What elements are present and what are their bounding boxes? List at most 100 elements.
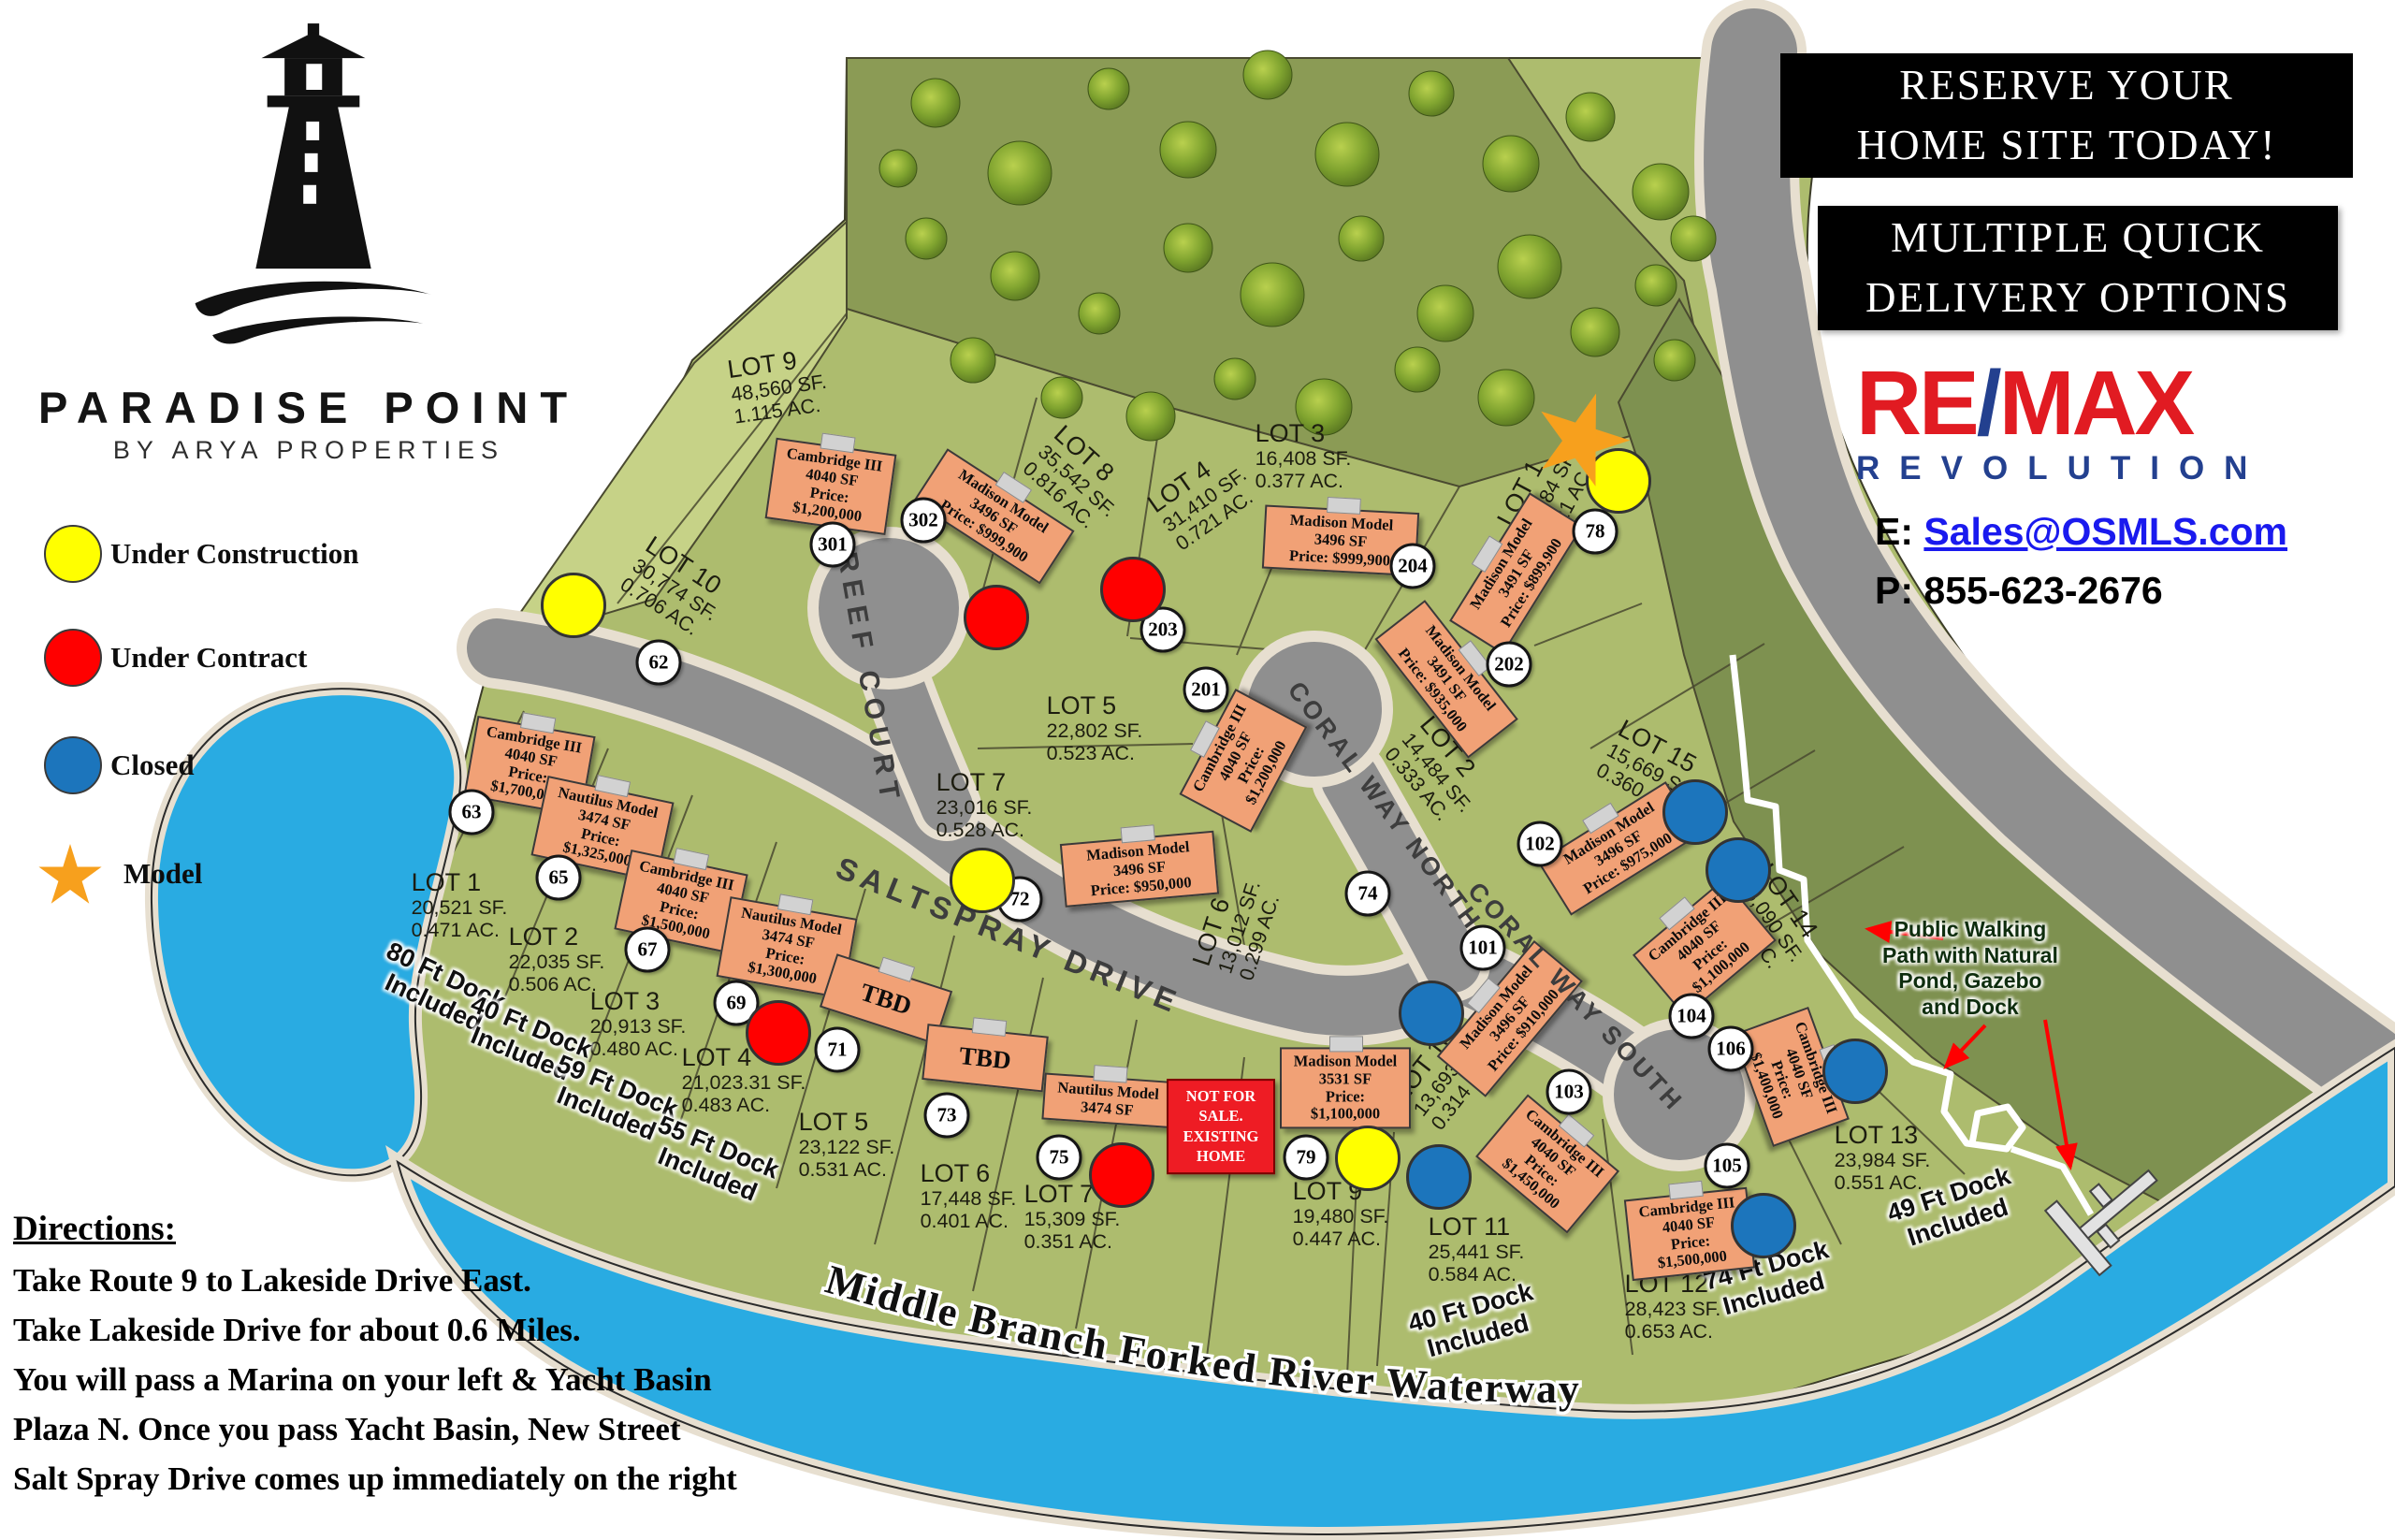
lot-number-marker: 69 [713,980,760,1026]
status-dot-under-construction [950,848,1015,913]
lot-number-marker: 106 [1707,1025,1754,1072]
directions-line: Salt Spray Drive comes up immediately on… [13,1460,737,1497]
lot-number-marker: 71 [814,1026,861,1073]
lot-number-marker: 74 [1344,870,1391,917]
remax-slash: / [1976,352,2002,454]
land-light-parcel [494,219,848,648]
logo-subtitle: BY ARYA PROPERTIES [112,436,505,464]
lot-number-marker: 75 [1036,1134,1082,1181]
trees [878,50,1717,442]
lot-number-marker: 102 [1517,821,1563,867]
status-dot-under-contract [1089,1142,1154,1208]
lot-number-marker: 104 [1668,993,1715,1039]
banner-delivery-line1: MULTIPLE QUICK [1890,214,2266,261]
lot-number-marker: 105 [1704,1142,1750,1189]
legend-under-construction-label: Under Construction [110,537,359,570]
contact-phone-row: P: 855-623-2676 [1875,569,2163,613]
logo-title: PARADISE POINT [37,383,580,432]
status-dot-closed [1731,1193,1796,1258]
banner-reserve: RESERVE YOUR HOME SITE TODAY! [1780,53,2353,178]
road-name-label: REEF COURT [831,549,907,809]
lot-number-marker: 67 [624,926,671,973]
remax-wordmark: RE/MAX [1856,357,2366,448]
lot-number-marker: 204 [1389,543,1436,589]
callout-arrows [1865,921,2078,1170]
lot-number-marker: 203 [1139,606,1186,653]
lot-number-marker: 79 [1283,1134,1329,1181]
legend-under-construction-dot [44,525,102,583]
status-dot-under-construction [1586,448,1651,514]
lot-number-marker: 63 [448,789,495,835]
lot-number-marker: 65 [535,854,582,901]
legend-closed-dot [44,736,102,794]
remax-re: RE [1856,352,1980,454]
directions-heading: Directions: [13,1210,176,1248]
lot-number-marker: 62 [635,639,682,686]
banner-reserve-line2: HOME SITE TODAY! [1856,122,2277,168]
legend-closed-label: Closed [110,748,195,781]
banner-delivery: MULTIPLE QUICK DELIVERY OPTIONS [1818,206,2338,330]
lot-number-marker: 302 [900,497,947,544]
banner-reserve-line1: RESERVE YOUR [1899,62,2234,109]
lot-number-marker: 78 [1572,508,1618,555]
remax-logo: RE/MAX REVOLUTION [1856,357,2366,487]
status-dot-closed [1822,1039,1888,1104]
lighthouse-logo-icon [195,23,432,344]
legend-model-label: Model [123,857,203,890]
lot-number-marker: 202 [1486,641,1532,688]
boat-dock-icon [2043,1169,2158,1277]
remax-revolution: REVOLUTION [1856,450,2268,487]
lot-number-marker: 73 [923,1092,970,1139]
phone-label: P: [1875,569,1913,612]
directions-block: Directions: Take Route 9 to Lakeside Dri… [13,1209,737,1510]
directions-line: Plaza N. Once you pass Yacht Basin, New … [13,1411,681,1447]
water [144,682,2395,1540]
status-dot-closed [1662,779,1728,845]
status-dot-under-contract [1100,557,1166,622]
status-dot-under-construction [541,573,606,638]
directions-line: You will pass a Marina on your left & Ya… [13,1361,712,1398]
remax-max: MAX [1998,352,2196,454]
lot-number-marker: 103 [1546,1068,1592,1115]
status-dot-closed [1406,1144,1472,1210]
email-link[interactable]: Sales@OSMLS.com [1923,510,2288,553]
phone-number: 855-623-2676 [1923,569,2163,612]
status-dot-under-construction [1335,1126,1401,1191]
walking-path-note: Public Walking Path with Natural Pond, G… [1882,917,2058,1019]
lot-number-marker: 201 [1183,666,1229,713]
email-label: E: [1875,510,1913,553]
banner-delivery-line2: DELIVERY OPTIONS [1865,274,2291,321]
status-dot-under-contract [964,585,1029,650]
legend-under-contract-label: Under Contract [110,641,308,674]
directions-line: Take Route 9 to Lakeside Drive East. [13,1262,531,1299]
contact-email-row: E: Sales@OSMLS.com [1875,510,2287,554]
status-dot-closed [1399,981,1464,1046]
lot-number-marker: 101 [1459,924,1506,971]
status-dot-under-contract [746,1000,811,1066]
model-price-box: TBD [922,1024,1049,1093]
lot-number-marker: 301 [809,521,856,568]
